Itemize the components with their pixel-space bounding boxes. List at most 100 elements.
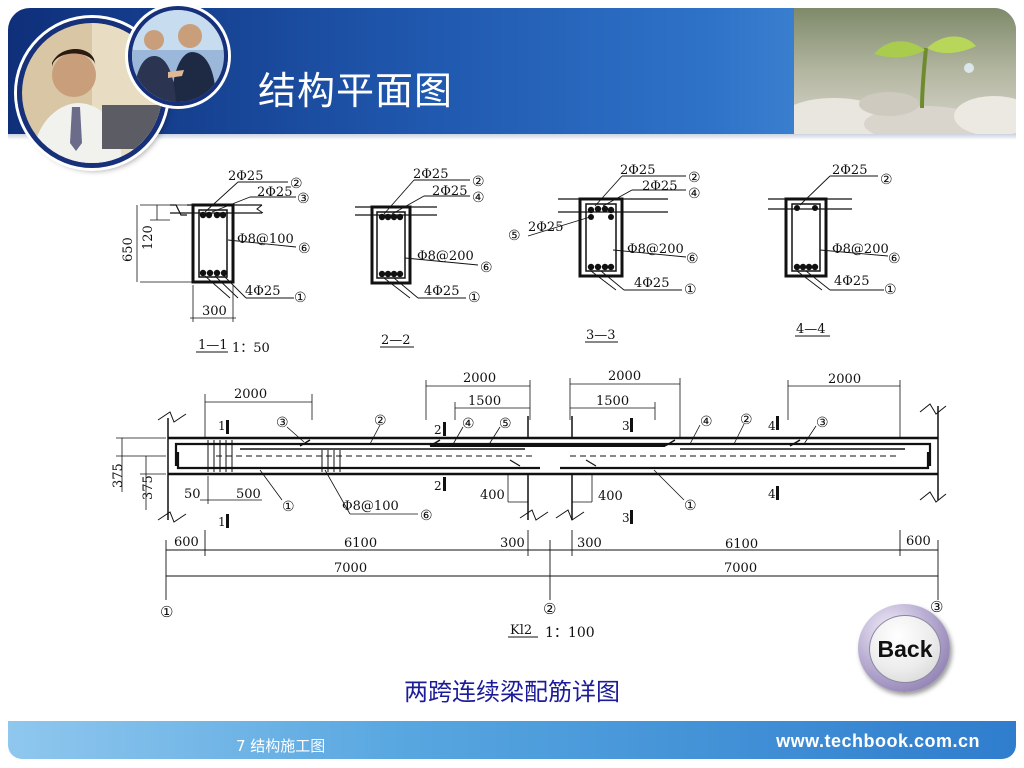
beam-reinforcement-drawing: 2Φ25 ② 2Φ25 ③ Φ8@100 ⑥ 4Φ25 ① 650 120 30… [111,163,947,641]
elev-mark-top-5: ④ [700,414,713,430]
sec3-side-label: 2Φ25 [528,220,563,235]
section-1-1: 2Φ25 ② 2Φ25 ③ Φ8@100 ⑥ 4Φ25 ① 650 120 30… [121,169,311,356]
section-2-2: 2Φ25 ② 2Φ25 ④ Φ8@200 ⑥ 4Φ25 ① 2—2 [355,167,493,348]
axis-mark-3: ③ [930,598,943,616]
sec3-bottom-label: 4Φ25 [634,276,669,291]
elev-top-dim-4: 2000 [608,369,641,384]
handshake-photo [128,6,228,106]
sec2-bottom-mark: ① [468,290,481,306]
sec1-stirrup-mark: ⑥ [298,241,311,257]
span-dim-a-3: 300 [500,536,525,551]
sec1-second-mark: ③ [297,191,310,207]
cut-mark-1-top: 1 [218,419,226,433]
sec1-title: 1—1 [198,338,228,353]
elev-stirrup-label: Φ8@100 [342,499,399,514]
sec2-stirrup-label: Φ8@200 [417,249,474,264]
sec3-side-mark: ⑤ [508,228,521,244]
sec3-second-label: 2Φ25 [642,179,677,194]
span-dim-b-1: 7000 [334,561,367,576]
sec2-top-bar-mark: ② [472,174,485,190]
cut-mark-2-bottom: 2 [434,479,442,493]
span-dim-b-2: 7000 [724,561,757,576]
section-4-4: 2Φ25 ② Φ8@200 ⑥ 4Φ25 ① 4—4 [768,163,901,337]
sec2-second-label: 2Φ25 [432,184,467,199]
elev-top-dim-5: 1500 [596,394,629,409]
sec1-scale: 1：50 [232,341,270,356]
sec2-top-bar-label: 2Φ25 [413,167,448,182]
span-dim-a-4: 300 [577,536,602,551]
sec4-stirrup-mark: ⑥ [888,251,901,267]
website-link[interactable]: www.techbook.com.cn [776,731,980,751]
sec2-title: 2—2 [381,333,411,348]
sec3-title: 3—3 [586,328,616,343]
chapter-label: 7 结构施工图 [236,737,326,755]
drawing-caption: 两跨连续梁配筋详图 [404,678,620,706]
sec4-top-bar-label: 2Φ25 [832,163,867,178]
sec3-bottom-mark: ① [684,282,697,298]
sec1-bottom-label: 4Φ25 [245,284,280,299]
sec4-title: 4—4 [796,322,826,337]
sec3-stirrup-label: Φ8@200 [627,242,684,257]
section-3-3: 2Φ25 ② 2Φ25 ④ ⑤ 2Φ25 Φ8@200 ⑥ 4Φ25 ① 3—3 [508,163,701,343]
back-button[interactable]: Back [858,604,950,692]
sec2-stirrup-mark: ⑥ [480,260,493,276]
cut-mark-3-top: 3 [622,419,630,433]
sec1-height-dim: 650 [121,237,136,262]
sec2-bottom-label: 4Φ25 [424,284,459,299]
sec1-bottom-mark: ① [294,290,307,306]
span-dim-a-2: 6100 [344,536,377,551]
beam-name: Kl2 [510,623,532,638]
sec3-top-bar-mark: ② [688,170,701,186]
sec1-slab-dim: 120 [141,225,156,250]
sec4-bottom-mark: ① [884,282,897,298]
elev-mark-bottom-1: ① [282,499,295,515]
sec4-bottom-label: 4Φ25 [834,274,869,289]
sec1-top-bar-label: 2Φ25 [228,169,263,184]
elev-height-dim-1: 375 [111,463,126,488]
elev-mark-top-3: ④ [462,416,475,432]
sec1-second-label: 2Φ25 [257,185,292,200]
sec2-second-mark: ④ [472,190,485,206]
elev-small-dim-2: 500 [236,487,261,502]
elev-stirrup-mark: ⑥ [420,508,433,524]
elev-small-dim-1: 50 [184,487,201,502]
sec1-top-bar-mark: ② [290,176,303,192]
elev-small-dim-3: 400 [480,488,505,503]
span-dim-a-6: 600 [906,534,931,549]
elev-top-dim-1: 2000 [234,387,267,402]
header-banner: 结构平面图 [8,8,1016,134]
sec1-width-dim: 300 [202,304,227,319]
sprout-photo [794,8,1016,134]
business-people-photo [17,18,167,168]
cut-mark-4-bottom: 4 [768,487,776,501]
elev-mark-bottom-2: ① [684,498,697,514]
sec3-second-mark: ④ [688,186,701,202]
slide-title: 结构平面图 [258,69,454,113]
axis-mark-1: ① [160,603,173,621]
span-dim-a-5: 6100 [725,537,758,552]
axis-mark-2: ② [543,600,556,618]
elev-height-dim-2: 375 [141,475,156,500]
cut-mark-1-bottom: 1 [218,515,226,529]
elev-mark-top-7: ③ [816,415,829,431]
span-dim-a-1: 600 [174,535,199,550]
beam-scale: 1：100 [545,625,595,641]
back-button-label: Back [869,615,941,683]
elev-top-dim-3: 1500 [468,394,501,409]
cut-mark-3-bottom: 3 [622,511,630,525]
footer-bar: 7 结构施工图 www.techbook.com.cn [8,721,1016,759]
header-shadow [8,134,1016,140]
sec1-stirrup-label: Φ8@100 [237,232,294,247]
cut-mark-2-top: 2 [434,423,442,437]
sec3-top-bar-label: 2Φ25 [620,163,655,178]
elev-mark-top-4: ⑤ [499,416,512,432]
elev-small-dim-4: 400 [598,489,623,504]
cut-mark-4-top: 4 [768,419,776,433]
sec4-top-bar-mark: ② [880,172,893,188]
elev-top-dim-2: 2000 [463,371,496,386]
sec4-stirrup-label: Φ8@200 [832,242,889,257]
sec3-stirrup-mark: ⑥ [686,251,699,267]
elev-top-dim-6: 2000 [828,372,861,387]
beam-elevation: 375 375 2000 2000 1500 2000 1500 2000 ③ [111,369,947,641]
elev-mark-top-2: ② [374,413,387,429]
